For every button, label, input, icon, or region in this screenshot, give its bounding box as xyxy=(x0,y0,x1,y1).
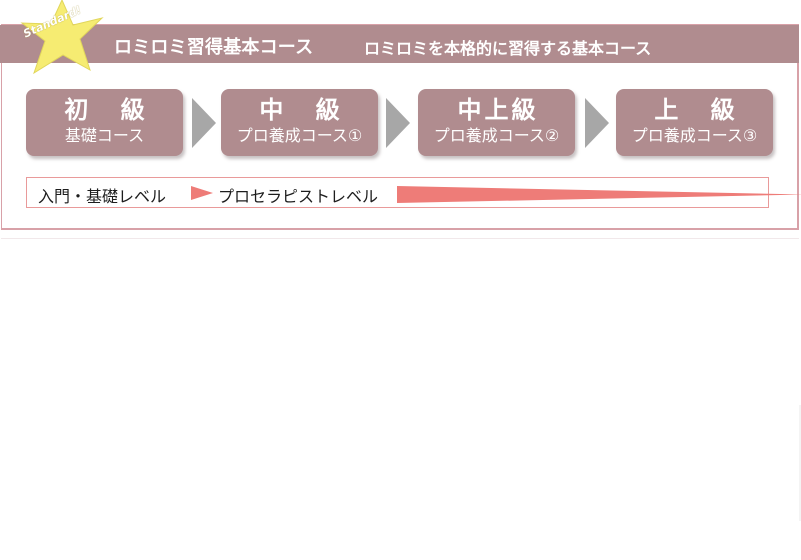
header-title: ロミロミ習得基本コース xyxy=(114,37,314,58)
course-name-beginner: 基礎コース xyxy=(64,126,145,145)
course-name-advanced: プロ養成コース③ xyxy=(631,126,758,145)
triangle-right-icon xyxy=(191,186,213,200)
chevron-right-icon xyxy=(192,98,216,148)
course-card-advanced[interactable]: 上 級 プロ養成コース③ xyxy=(616,89,773,156)
progress-wedge xyxy=(397,186,801,203)
chevron-right-icon xyxy=(386,98,410,148)
course-level-advanced: 上 級 xyxy=(654,96,747,124)
course-level-beginner: 初 級 xyxy=(64,96,157,124)
panel-bottom-divider xyxy=(1,238,799,239)
level-progress-bar: 入門・基礎レベル プロセラピストレベル xyxy=(26,177,801,208)
course-card-intermediate[interactable]: 中 級 プロ養成コース① xyxy=(221,89,378,156)
course-header-bar: ロミロミ習得基本コース ロミロミを本格的に習得する基本コース xyxy=(0,25,799,63)
star-icon xyxy=(20,0,104,75)
starting-level-label: 入門・基礎レベル xyxy=(38,187,167,206)
course-card-upper-intermediate[interactable]: 中上級 プロ養成コース② xyxy=(418,89,575,156)
chevron-right-icon xyxy=(585,98,609,148)
course-level-upper-intermediate: 中上級 xyxy=(457,96,539,124)
professional-level-label: プロセラピストレベル xyxy=(218,187,379,206)
course-card-beginner[interactable]: 初 級 基礎コース xyxy=(26,89,183,156)
course-name-upper-intermediate: プロ養成コース② xyxy=(433,126,560,145)
right-edge-strip xyxy=(799,405,801,521)
header-subtitle: ロミロミを本格的に習得する基本コース xyxy=(364,39,652,58)
course-level-intermediate: 中 級 xyxy=(259,96,352,124)
course-name-intermediate: プロ養成コース① xyxy=(236,126,363,145)
